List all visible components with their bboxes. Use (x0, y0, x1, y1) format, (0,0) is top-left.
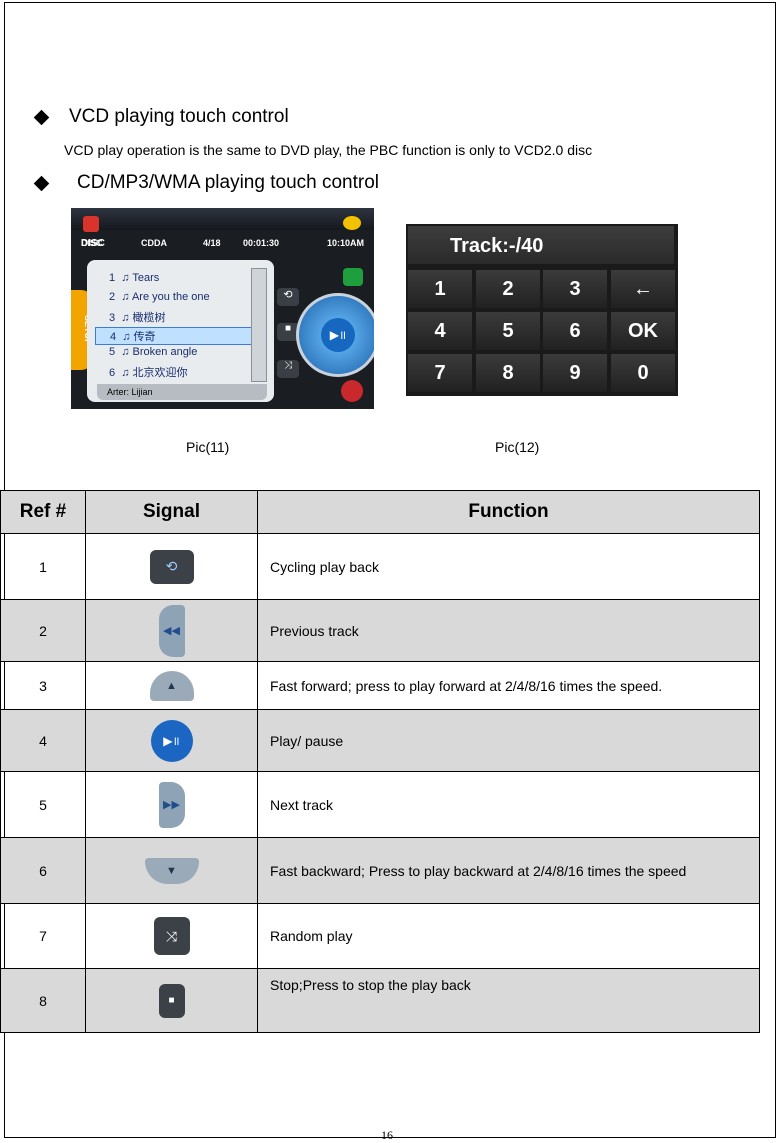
stop-icon: ■ (158, 983, 185, 1018)
ok-key[interactable]: OK (611, 312, 675, 350)
function-cell: Stop;Press to stop the play back (257, 968, 760, 1033)
function-cell: Next track (257, 771, 760, 838)
signal-cell: ▲ (85, 661, 258, 710)
track-keypad: Track:-/40 1 2 3 ← 4 5 6 OK 7 8 9 0 (406, 224, 678, 396)
function-cell: Play/ pause (257, 709, 760, 772)
function-cell: Random play (257, 903, 760, 969)
play-pause-icon: ▶॥ (150, 719, 193, 762)
signal-function-table: Ref # Signal Function 1 ⟲ Cycling play b… (0, 490, 760, 1033)
page-number: 16 (381, 1128, 393, 1142)
list-item[interactable]: 6 ♫ 北京欢迎你 (109, 367, 188, 379)
night-mode-icon (343, 216, 361, 230)
ref-cell: 1 (0, 533, 86, 600)
list-item[interactable]: 2 ♫ Are you the one (109, 291, 210, 303)
keyboard-icon[interactable] (343, 268, 363, 286)
table-row: 6 ▼ Fast backward; Press to play backwar… (0, 837, 760, 904)
player-screenshot: DISC DISC CDDA 4/18 00:01:30 10:10AM SET… (71, 208, 374, 409)
next-track-icon: ▶▶ (158, 781, 185, 828)
ref-cell: 3 (0, 661, 86, 710)
heading-cd-text: CD/MP3/WMA playing touch control (77, 172, 380, 193)
key-6[interactable]: 6 (543, 312, 607, 350)
random-play-icon: ⤨ (153, 917, 190, 955)
function-cell: Previous track (257, 599, 760, 662)
function-cell: Cycling play back (257, 533, 760, 600)
clock: 10:10AM (327, 238, 365, 248)
caption-pic12: Pic(12) (495, 439, 540, 455)
ref-cell: 6 (0, 837, 86, 904)
list-item[interactable]: 1 ♫ Tears (109, 272, 160, 284)
ref-cell: 8 (0, 968, 86, 1033)
key-3[interactable]: 3 (543, 270, 607, 308)
key-8[interactable]: 8 (476, 354, 540, 392)
track-count: 4/18 (203, 238, 221, 248)
player-topbar: DISC (71, 208, 374, 249)
signal-cell: ⤨ (85, 903, 258, 969)
mute-icon[interactable] (341, 380, 363, 402)
key-4[interactable]: 4 (408, 312, 472, 350)
stop-icon[interactable]: ■ (277, 323, 299, 341)
function-cell: Fast backward; Press to play backward at… (257, 837, 760, 904)
key-9[interactable]: 9 (543, 354, 607, 392)
signal-cell: ▶▶ (85, 771, 258, 838)
header-ref: Ref # (0, 490, 86, 534)
function-cell: Fast forward; press to play forward at 2… (257, 661, 760, 710)
scrollbar[interactable] (251, 268, 267, 382)
diamond-bullet-icon (33, 109, 50, 125)
list-item-selected[interactable]: 4 ♫ 传奇 (95, 327, 261, 345)
backspace-key[interactable]: ← (611, 270, 675, 308)
header-signal: Signal (85, 490, 258, 534)
table-row: 4 ▶॥ Play/ pause (0, 709, 760, 772)
ref-cell: 4 (0, 709, 86, 772)
disc-label-text: DISC (81, 238, 103, 248)
elapsed-time: 00:01:30 (243, 238, 280, 248)
table-row: 5 ▶▶ Next track (0, 771, 760, 838)
fast-backward-down-icon: ▼ (144, 857, 199, 884)
play-pause-icon[interactable]: ▶॥ (321, 318, 355, 352)
fast-forward-up-icon: ▲ (149, 670, 194, 701)
track-list: 1 ♫ Tears 2 ♫ Are you the one 3 ♫ 橄榄树 4 … (87, 260, 274, 402)
heading-vcd-text: VCD playing touch control (69, 106, 289, 127)
header-function: Function (257, 490, 760, 534)
signal-cell: ▶॥ (85, 709, 258, 772)
key-0[interactable]: 0 (611, 354, 675, 392)
table-row: 3 ▲ Fast forward; press to play forward … (0, 661, 760, 710)
disc-label: DISC (81, 238, 105, 249)
list-item[interactable]: 3 ♫ 橄榄树 (109, 312, 166, 324)
signal-cell: ▼ (85, 837, 258, 904)
table-header-row: Ref # Signal Function (0, 490, 760, 534)
table-row: 8 ■ Stop;Press to stop the play back (0, 968, 760, 1033)
ref-cell: 5 (0, 771, 86, 838)
track-display: Track:-/40 (408, 226, 674, 264)
signal-cell: ■ (85, 968, 258, 1033)
home-icon (83, 216, 99, 232)
table-row: 7 ⤨ Random play (0, 903, 760, 969)
signal-cell: ◀◀ (85, 599, 258, 662)
random-icon[interactable]: ⤨ (277, 360, 299, 378)
cycle-icon: ⟲ (149, 549, 194, 584)
diamond-bullet-icon (33, 175, 50, 191)
caption-pic11: Pic(11) (186, 439, 230, 455)
ref-cell: 7 (0, 903, 86, 969)
section-heading-vcd: VCD playing touch control (32, 106, 289, 128)
table-row: 2 ◀◀ Previous track (0, 599, 760, 662)
key-2[interactable]: 2 (476, 270, 540, 308)
key-1[interactable]: 1 (408, 270, 472, 308)
table-row: 1 ⟲ Cycling play back (0, 533, 760, 600)
artist-bar: Arter: Lijian (97, 384, 267, 400)
section-heading-cd: CD/MP3/WMA playing touch control (32, 172, 379, 194)
signal-cell: ⟲ (85, 533, 258, 600)
vcd-description: VCD play operation is the same to DVD pl… (64, 142, 593, 158)
cycle-icon[interactable]: ⟲ (277, 288, 299, 306)
key-5[interactable]: 5 (476, 312, 540, 350)
key-7[interactable]: 7 (408, 354, 472, 392)
list-item[interactable]: 5 ♫ Broken angle (109, 346, 198, 358)
mode-label: CDDA (141, 238, 167, 248)
previous-track-icon: ◀◀ (158, 604, 185, 657)
ref-cell: 2 (0, 599, 86, 662)
playback-control-wheel[interactable]: ▶॥ (296, 293, 374, 377)
